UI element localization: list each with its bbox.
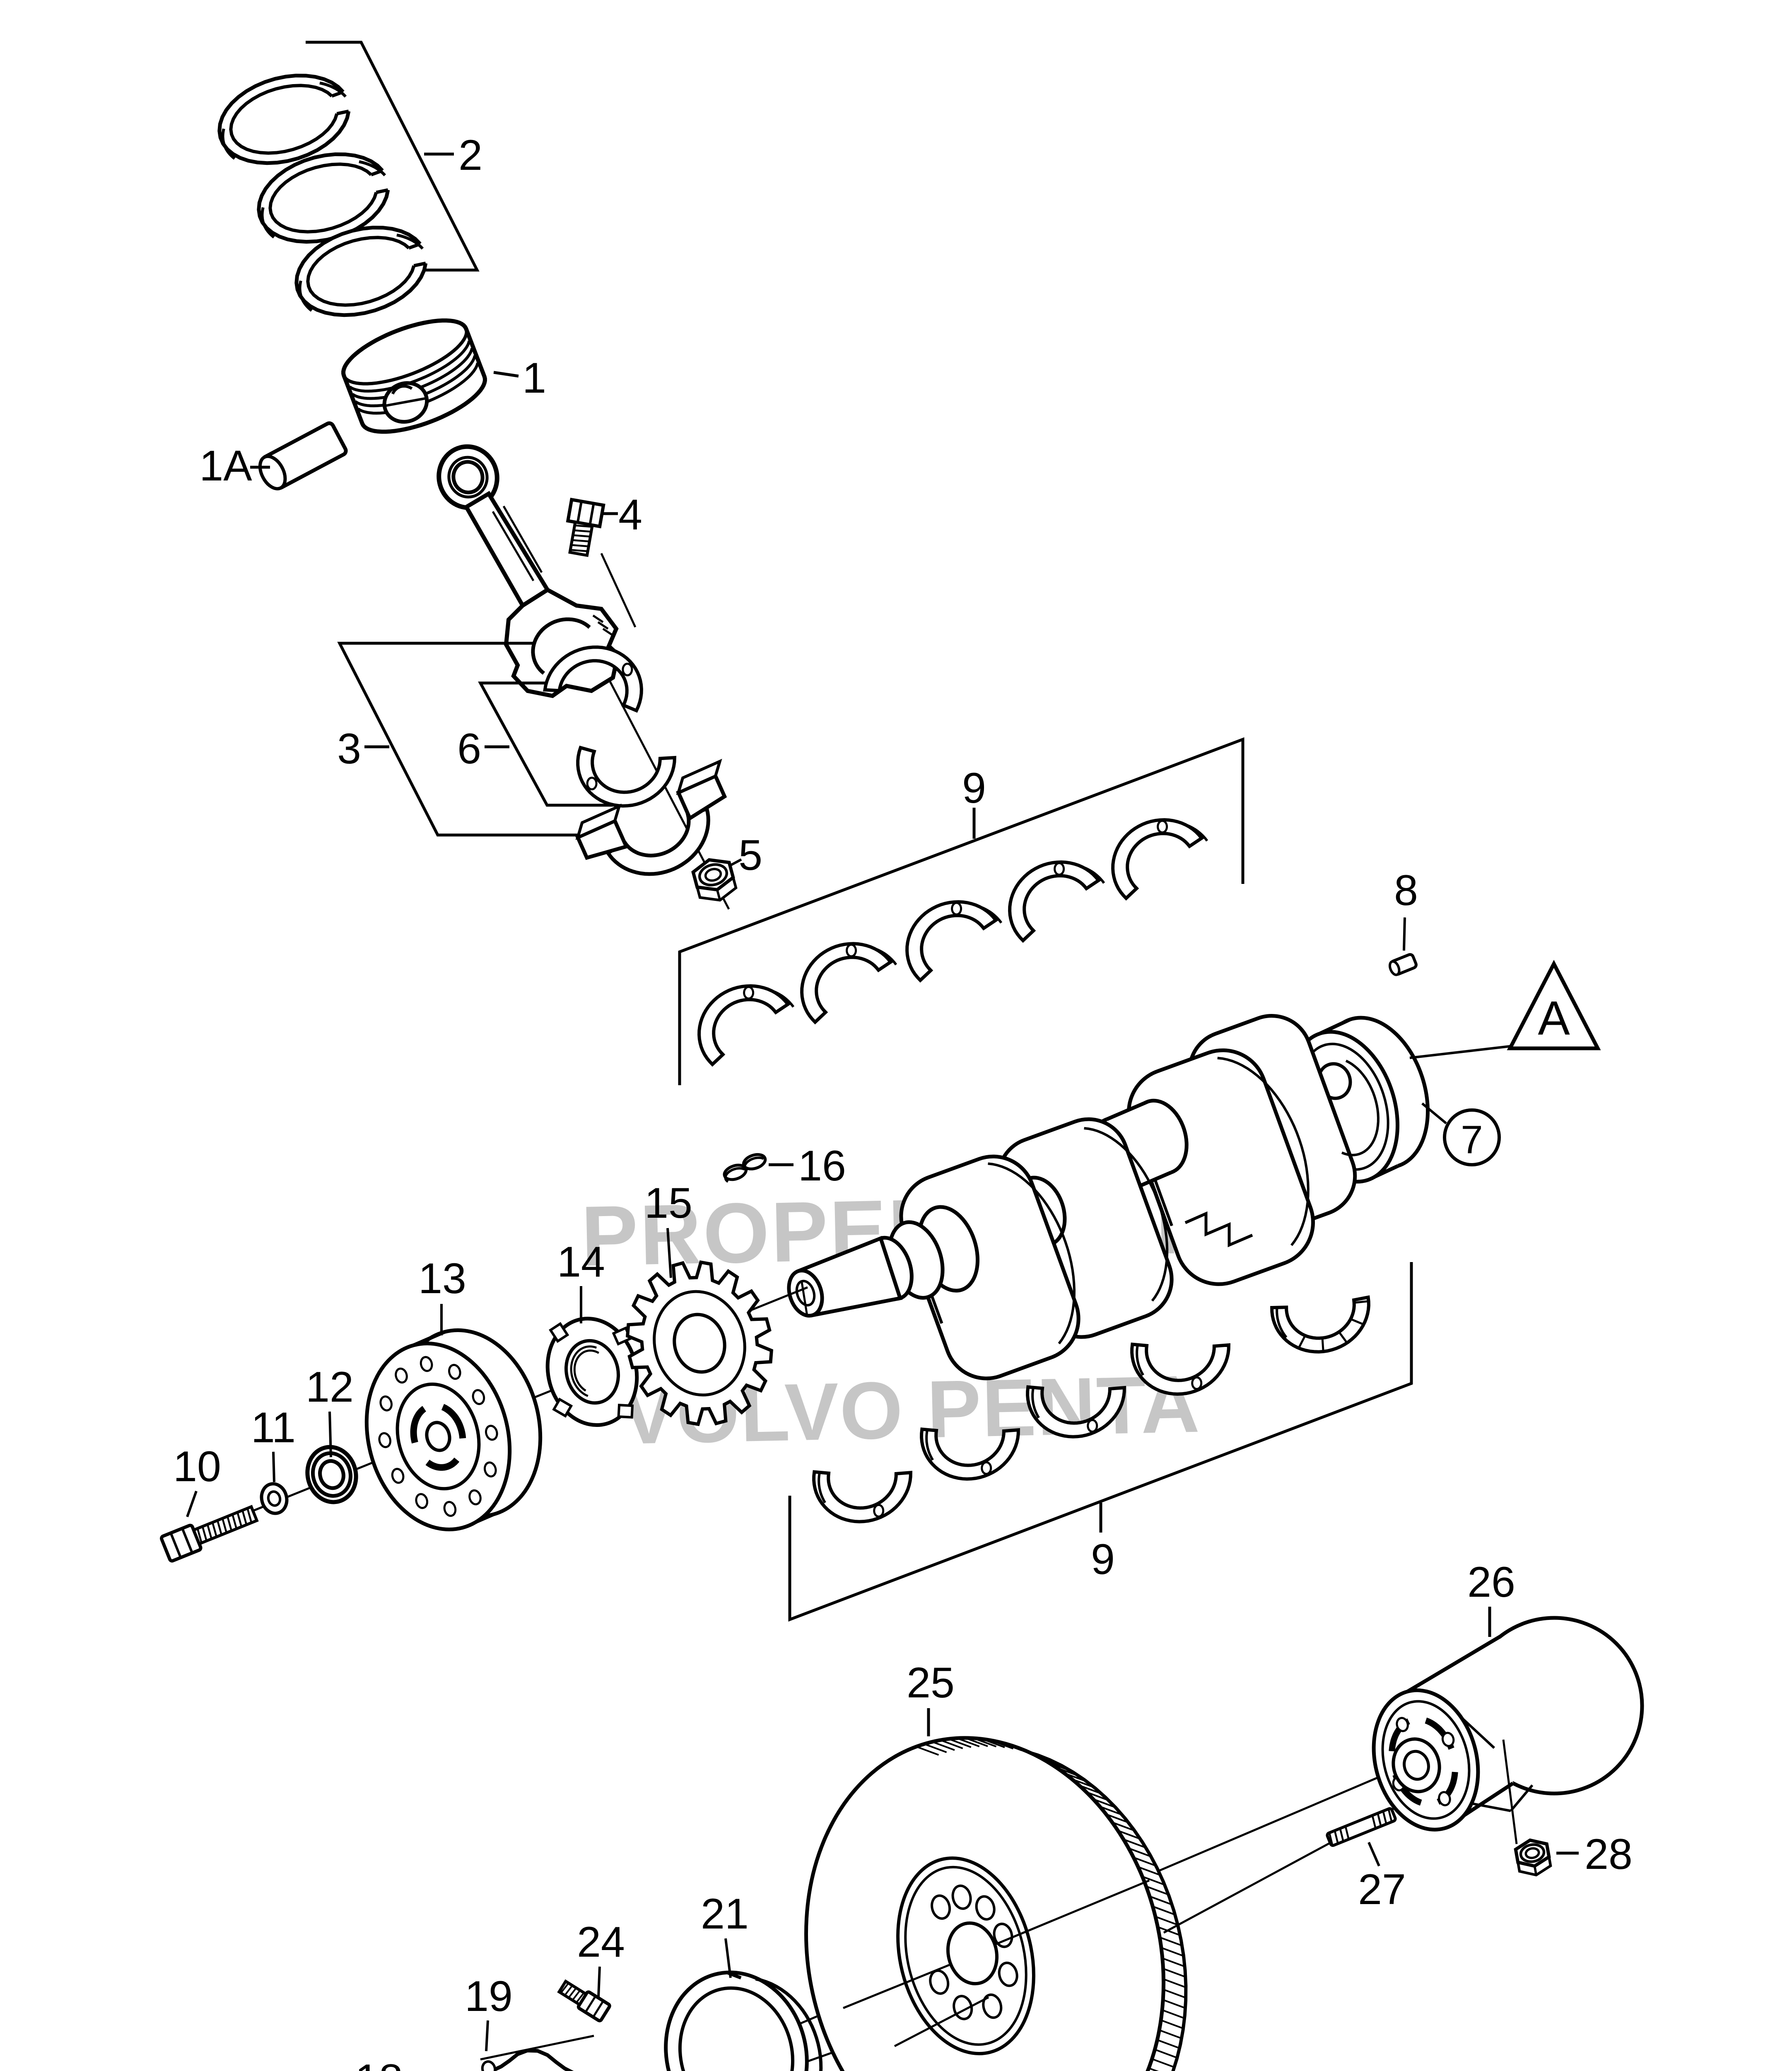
svg-text:1A: 1A bbox=[199, 442, 252, 490]
svg-text:10: 10 bbox=[173, 1443, 221, 1491]
svg-text:25: 25 bbox=[907, 1659, 955, 1707]
svg-text:26: 26 bbox=[1467, 1558, 1515, 1606]
svg-text:2: 2 bbox=[458, 131, 482, 179]
svg-text:18: 18 bbox=[355, 2056, 403, 2071]
svg-text:9: 9 bbox=[962, 764, 986, 812]
svg-text:28: 28 bbox=[1585, 1830, 1633, 1878]
svg-text:14: 14 bbox=[557, 1238, 605, 1286]
svg-text:3: 3 bbox=[337, 725, 361, 773]
svg-text:A: A bbox=[1538, 991, 1570, 1045]
svg-text:11: 11 bbox=[251, 1404, 296, 1452]
svg-text:7: 7 bbox=[1461, 1118, 1483, 1162]
svg-text:6: 6 bbox=[457, 725, 481, 773]
svg-text:27: 27 bbox=[1358, 1866, 1406, 1914]
svg-text:12: 12 bbox=[306, 1363, 354, 1411]
svg-text:5: 5 bbox=[738, 831, 762, 879]
svg-text:24: 24 bbox=[577, 1918, 625, 1966]
svg-text:4: 4 bbox=[618, 491, 642, 539]
svg-text:17: 17 bbox=[264, 2066, 312, 2071]
svg-text:1: 1 bbox=[522, 354, 546, 402]
svg-text:16: 16 bbox=[798, 1142, 846, 1190]
svg-text:21: 21 bbox=[701, 1890, 749, 1938]
svg-text:9: 9 bbox=[1091, 1535, 1115, 1583]
svg-text:8: 8 bbox=[1394, 867, 1418, 915]
svg-text:19: 19 bbox=[465, 1972, 513, 2020]
svg-text:13: 13 bbox=[418, 1255, 466, 1303]
svg-text:15: 15 bbox=[644, 1179, 692, 1227]
